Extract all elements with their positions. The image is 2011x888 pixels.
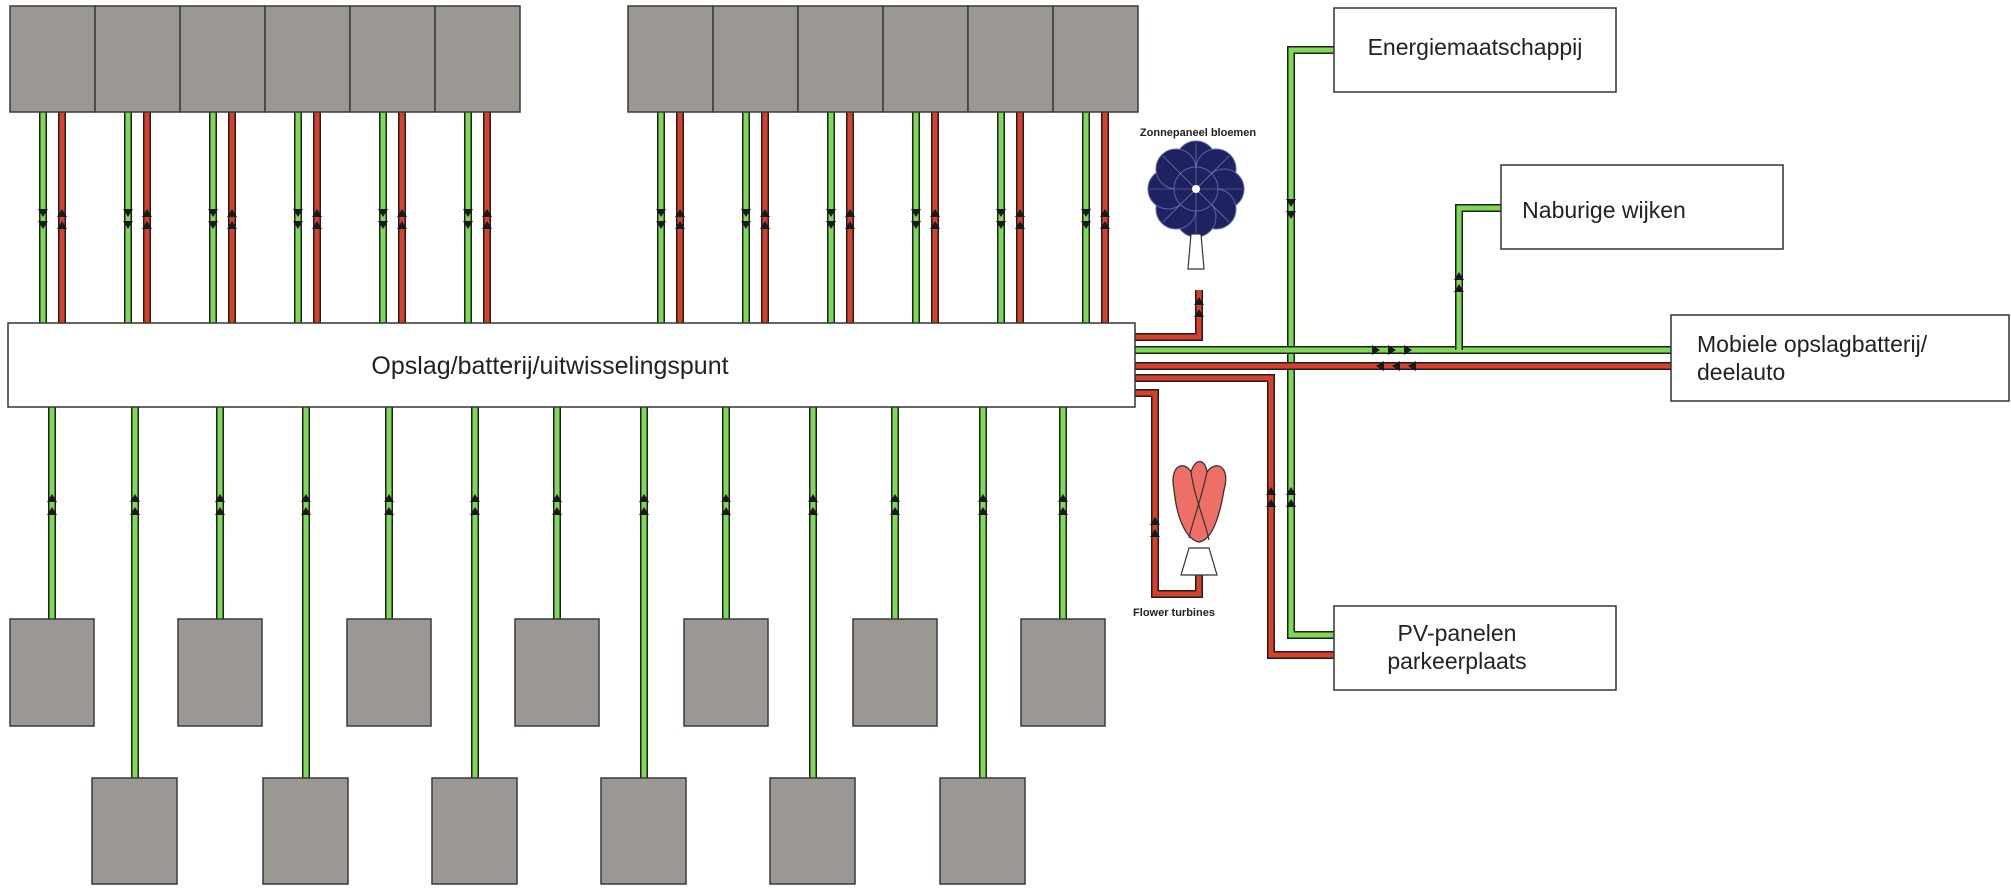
- top-house: [967, 5, 1054, 113]
- neighbors-line: [1455, 204, 1501, 350]
- energy-company-box: Energiemaatschappij: [1333, 7, 1617, 93]
- solar-flower-label: Zonnepaneel bloemen: [1140, 127, 1256, 139]
- top-house: [797, 5, 884, 113]
- bottom-house: [683, 618, 769, 727]
- top-house: [179, 5, 266, 113]
- energy-company-label: Energiemaatschappij: [1368, 34, 1583, 60]
- solar-flower-icon: [1147, 140, 1245, 270]
- bottom-house: [346, 618, 432, 727]
- bottom-house: [91, 777, 178, 885]
- flower-turbine-line: [1135, 389, 1203, 598]
- energy-company-line: [1287, 46, 1334, 639]
- bottom-house: [600, 777, 687, 885]
- neighbors-label: Naburige wijken: [1522, 197, 1686, 223]
- mobile-battery-box: Mobiele opslagbatterij/ deelauto: [1670, 314, 2010, 402]
- flower-turbine-icon: [1172, 460, 1227, 576]
- bottom-house: [939, 777, 1026, 885]
- top-house: [9, 5, 96, 113]
- neighbors-box: Naburige wijken: [1500, 164, 1784, 250]
- mobile-battery-label-line1: Mobiele opslagbatterij/: [1697, 331, 1928, 357]
- hub-label: Opslag/batterij/uitwisselingspunt: [371, 352, 728, 380]
- pv-parking-label-line1: PV-panelen: [1398, 620, 1517, 646]
- top-house: [1052, 5, 1139, 113]
- top-house: [349, 5, 436, 113]
- flower-turbine: Flower turbines: [1133, 460, 1227, 619]
- storage-hub: Opslag/batterij/uitwisselingspunt: [7, 322, 1136, 408]
- top-house: [434, 5, 521, 113]
- pv-parking-label-line2: parkeerplaats: [1387, 648, 1526, 674]
- top-house: [627, 5, 714, 113]
- connection-lines: [39, 46, 1671, 778]
- solar-flower-line: [1135, 290, 1203, 341]
- bottom-house: [514, 618, 600, 727]
- bottom-house: [769, 777, 856, 885]
- mobile-battery-label-line2: deelauto: [1697, 359, 1785, 385]
- bottom-house: [9, 618, 95, 727]
- houses: [9, 5, 1139, 885]
- bottom-house: [177, 618, 263, 727]
- top-house: [94, 5, 181, 113]
- top-house: [882, 5, 969, 113]
- bottom-house: [262, 777, 349, 885]
- pv-parking-line: [1135, 374, 1334, 659]
- bottom-house: [431, 777, 518, 885]
- bottom-house: [1020, 618, 1106, 727]
- pv-parking-box: PV-panelen parkeerplaats: [1333, 605, 1617, 691]
- flower-turbine-label: Flower turbines: [1133, 607, 1215, 619]
- solar-flower: Zonnepaneel bloemen: [1140, 127, 1256, 270]
- bottom-house: [852, 618, 938, 727]
- top-house: [712, 5, 799, 113]
- top-house: [264, 5, 351, 113]
